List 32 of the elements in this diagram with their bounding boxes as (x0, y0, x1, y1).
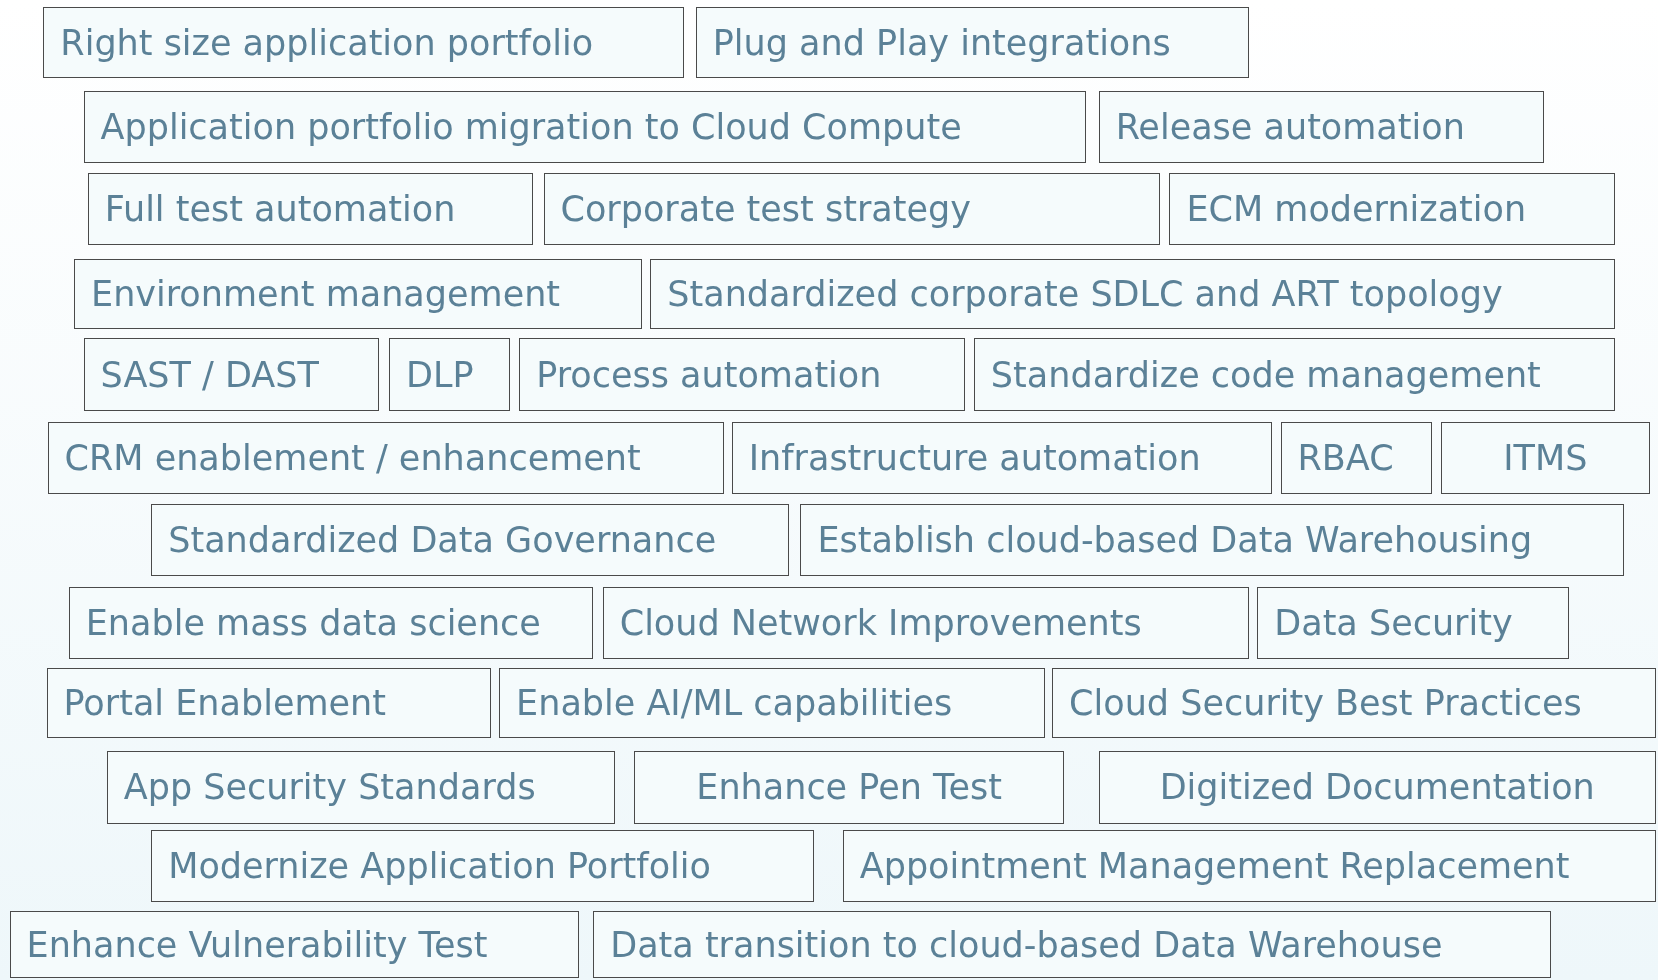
initiative-box: ITMS (1441, 421, 1650, 494)
initiative-box: Establish cloud-based Data Warehousing (800, 504, 1625, 577)
initiative-box: Enhance Pen Test (634, 750, 1064, 824)
initiative-box: Data Security (1257, 586, 1570, 659)
initiative-box: Infrastructure automation (731, 421, 1273, 494)
initiative-box: ECM modernization (1169, 173, 1615, 246)
initiative-box: Digitized Documentation (1098, 750, 1656, 824)
initiative-box: Appointment Management Replacement (842, 830, 1656, 902)
initiative-box: CRM enablement / enhancement (47, 421, 725, 494)
initiative-box: Release automation (1098, 90, 1544, 163)
initiative-box: Standardized Data Governance (151, 504, 789, 577)
initiative-box: Modernize Application Portfolio (151, 830, 815, 902)
initiative-box: Standardize code management (973, 338, 1615, 412)
initiative-box: Corporate test strategy (543, 173, 1160, 246)
initiative-box: Portal Enablement (46, 668, 491, 739)
initiative-box: App Security Standards (106, 750, 616, 824)
initiative-box: Environment management (74, 259, 642, 329)
initiative-box: RBAC (1280, 421, 1432, 494)
initiative-box: Process automation (519, 338, 966, 412)
initiative-box: Enable mass data science (68, 586, 594, 659)
initiative-box: Enable AI/ML capabilities (499, 668, 1045, 739)
initiative-box: Standardized corporate SDLC and ART topology (650, 259, 1615, 329)
initiative-box: Data transition to cloud-based Data Warehouse (593, 911, 1552, 979)
initiative-box: Right size application portfolio (43, 7, 685, 79)
initiative-box: Application portfolio migration to Cloud Compute (83, 90, 1086, 163)
initiative-box: Cloud Security Best Practices (1052, 668, 1656, 739)
initiative-box: Enhance Vulnerability Test (9, 911, 580, 979)
initiative-box: SAST / DAST (83, 338, 379, 412)
initiative-box: Full test automation (87, 173, 533, 246)
initiative-box: DLP (389, 338, 510, 412)
initiative-box: Cloud Network Improvements (602, 586, 1249, 659)
initiative-box: Plug and Play integrations (695, 7, 1249, 79)
